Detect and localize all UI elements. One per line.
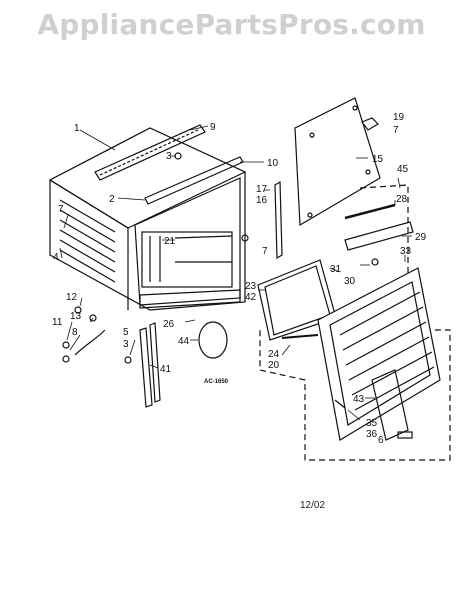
callout: 24 xyxy=(268,349,280,360)
louver-bar xyxy=(344,221,414,251)
leader-lines xyxy=(59,125,412,439)
callout: 11 xyxy=(52,317,63,328)
knob xyxy=(198,321,228,359)
callout: 3 xyxy=(166,151,172,162)
callout: 43 xyxy=(353,394,365,405)
callout: 17 xyxy=(256,184,268,195)
callout: 12 xyxy=(66,292,78,303)
grille-insert xyxy=(371,369,409,441)
front-grille xyxy=(317,267,441,441)
group-boundary xyxy=(259,184,451,461)
callout: 10 xyxy=(267,158,279,169)
callout: 1 xyxy=(74,123,80,134)
strip xyxy=(274,180,283,260)
spring xyxy=(334,399,346,409)
callout: 29 xyxy=(415,232,427,243)
callout: 8 xyxy=(72,327,78,338)
screw xyxy=(74,306,82,314)
bottom-bar xyxy=(281,334,319,339)
callout: 42 xyxy=(245,292,257,303)
callout: 23 xyxy=(245,281,257,292)
callout: 7 xyxy=(58,204,64,215)
callout: 7 xyxy=(262,246,268,257)
callout: 3 xyxy=(123,339,129,350)
callout: 7 xyxy=(393,125,399,136)
revision-date: 12/02 xyxy=(300,500,326,511)
callout: 26 xyxy=(163,319,175,330)
panel xyxy=(294,97,381,227)
callout: 21 xyxy=(164,236,176,247)
callout: 4 xyxy=(53,252,59,263)
callout: 30 xyxy=(344,276,356,287)
callout: 33 xyxy=(400,246,412,257)
callout: 2 xyxy=(109,194,115,205)
cord xyxy=(74,329,106,356)
callout: 15 xyxy=(372,154,384,165)
callout: 6 xyxy=(378,435,384,446)
top-rail xyxy=(94,124,206,181)
callout: 13 xyxy=(70,311,82,322)
callout: 20 xyxy=(268,360,280,371)
label-plate xyxy=(397,431,413,439)
drawing-code: AC-1650 xyxy=(204,379,229,385)
callout: 31 xyxy=(330,264,342,275)
trim-strip xyxy=(139,327,153,408)
bracket xyxy=(361,117,379,131)
cabinet xyxy=(48,127,247,311)
callout: 35 xyxy=(366,418,378,429)
callout: 36 xyxy=(366,429,378,440)
watermark: AppliancePartsPros.com xyxy=(37,8,426,41)
callout: 41 xyxy=(160,364,172,375)
callout-labels: 1 9 3 10 2 15 19 7 17 16 45 28 7 21 7 4 … xyxy=(52,112,427,446)
callout: 28 xyxy=(396,194,408,205)
callout: 9 xyxy=(210,122,216,133)
callout: 5 xyxy=(123,327,129,338)
rod xyxy=(344,203,396,220)
callout: 19 xyxy=(393,112,405,123)
callout: 44 xyxy=(178,336,190,347)
callout: 45 xyxy=(397,164,409,175)
callout: 16 xyxy=(256,195,268,206)
